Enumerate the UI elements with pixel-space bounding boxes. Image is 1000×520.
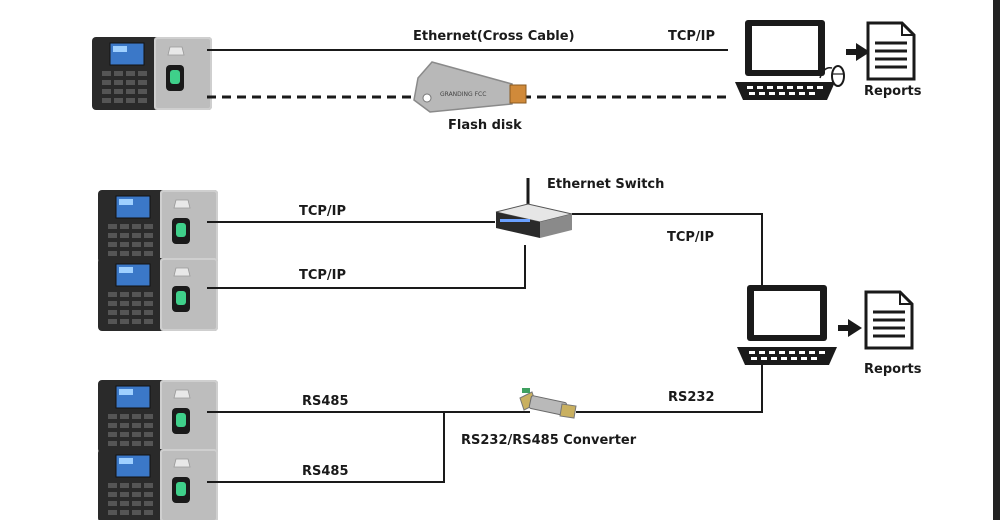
converter-label: RS232/RS485 Converter [461,433,637,448]
reports-label-top: Reports [864,84,922,99]
rs485-label-device-4: RS485 [302,394,349,409]
arrow-icon [838,319,862,337]
flash-disk-icon: GRANDING FCC [413,61,527,113]
reports-label-bottom: Reports [864,362,922,377]
fingerprint-device-1 [91,36,213,111]
tcpip-line-device-3 [207,245,526,289]
arrow-icon [846,43,870,61]
fingerprint-device-2 [97,189,219,264]
rs232-line-converter-computer [576,365,763,413]
fingerprint-device-3 [97,257,219,332]
rs485-label-device-5: RS485 [302,464,349,479]
report-icon-1 [866,21,916,81]
computer-1 [735,20,835,100]
tcpip-label-device-3: TCP/IP [299,268,347,283]
tcpip-line-switch-computer [572,213,763,285]
tcpip-label-top: TCP/IP [668,29,716,44]
flash-disk-brand: GRANDING FCC [440,91,486,98]
flash-disk-label: Flash disk [448,118,522,133]
fingerprint-device-4 [97,379,219,454]
tcpip-label-device-2: TCP/IP [299,204,347,219]
ethernet-switch-label: Ethernet Switch [547,177,665,192]
rs485-line-device-5 [207,412,445,483]
rs232-label: RS232 [668,390,715,405]
computer-2 [737,285,837,365]
report-icon-2 [864,290,914,350]
mouse-icon [819,65,845,87]
ethernet-switch-icon [495,178,573,238]
tcpip-label-switch-computer: TCP/IP [667,230,715,245]
rs232-rs485-converter-icon [519,388,577,419]
window-edge [993,0,1000,520]
fingerprint-device-5 [97,448,219,520]
ethernet-cross-cable-label: Ethernet(Cross Cable) [413,29,575,44]
